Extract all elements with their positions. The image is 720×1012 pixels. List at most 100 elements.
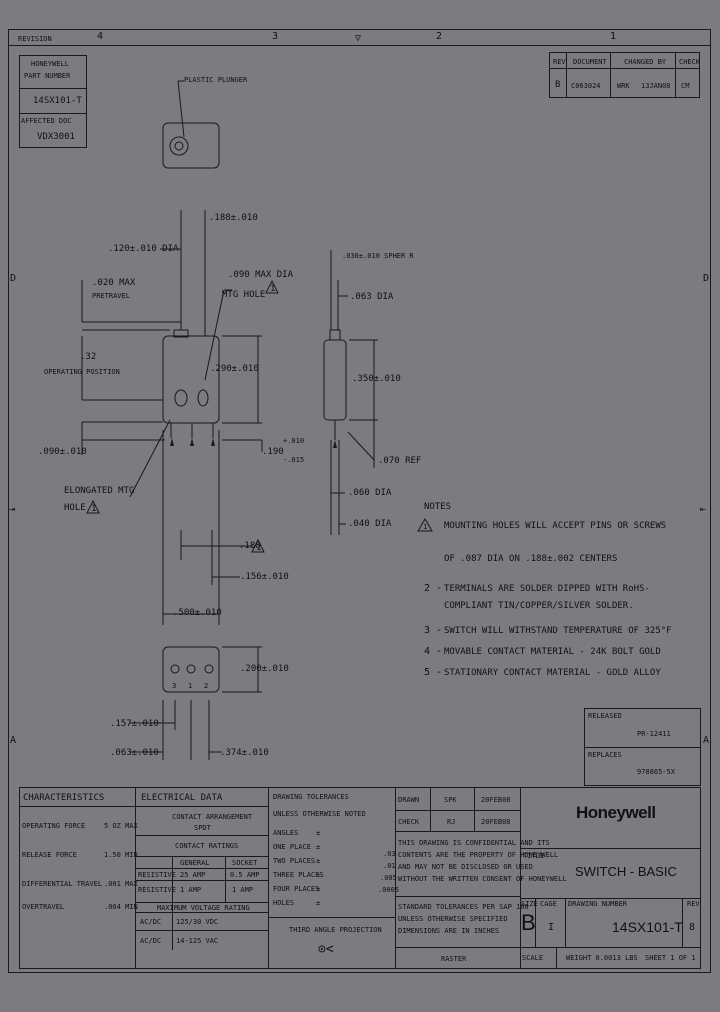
max-v2-value: 14-125 VAC — [176, 937, 219, 945]
left-center-arrow-icon: ⇥ — [9, 504, 16, 515]
tol-row-6: HOLES — [273, 899, 295, 907]
note-1-number: 1 — [423, 523, 428, 531]
dim-090: .090±.010 — [38, 447, 87, 457]
tol-row-1: ANGLES — [273, 829, 299, 837]
weight-value: WEIGHT 0.0013 LBS — [566, 954, 638, 962]
operating-position-label: OPERATING POSITION — [44, 368, 120, 376]
note-4-text: MOVABLE CONTACT MATERIAL - 24K BOLT GOLD — [444, 647, 661, 657]
note-3-text: SWITCH WILL WITHSTAND TEMPERATURE OF 325… — [444, 626, 672, 636]
scale-label: SCALE — [522, 954, 544, 962]
check-col-header: CHECK — [679, 58, 701, 66]
dim-188: .188±.010 — [209, 213, 258, 223]
zone-mark-4: 4 — [97, 31, 104, 42]
tol-row-4-val: ± — [316, 871, 321, 879]
dim-200: .200±.010 — [240, 664, 289, 674]
tol-row-3-val: ± — [316, 857, 321, 865]
std-note-line-2: UNLESS OTHERWISE SPECIFIED — [398, 915, 508, 923]
rating-r2-label: RESISTIVE — [138, 886, 176, 894]
side-view-body — [323, 339, 347, 421]
tolerances-sub: UNLESS OTHERWISE NOTED — [273, 810, 366, 818]
revision-block — [549, 52, 700, 98]
note-flag-1: 1 — [270, 284, 276, 294]
dim-063: .063±.010 — [110, 748, 159, 758]
check-label: CHECK — [398, 818, 420, 826]
affected-doc-label: AFFECTED DOC — [21, 117, 72, 125]
center-arrow-icon: ▽ — [355, 33, 362, 44]
mtg-hole-label: MTG HOLE — [222, 290, 266, 300]
rev-col-header: REV — [553, 58, 566, 66]
char-row-3-label: DIFFERENTIAL TRAVEL — [22, 880, 103, 888]
changed-by-col-header: CHANGED BY — [624, 58, 667, 66]
drawn-date: 20FEB08 — [481, 796, 511, 804]
spdt-value: SPDT — [194, 824, 211, 832]
col-general: GENERAL — [180, 859, 210, 867]
note-2-line-b: COMPLIANT TIN/COPPER/SILVER SOLDER. — [444, 601, 634, 611]
proprietary-line-3: AND MAY NOT BE DISCLOSED OR USED — [398, 863, 533, 871]
max-v1-value: 125/30 VDC — [176, 918, 219, 926]
note-flag-elong: 1 — [91, 504, 97, 514]
notes-heading: NOTES — [424, 502, 452, 512]
note-1-line-a: MOUNTING HOLES WILL ACCEPT PINS OR SCREW… — [444, 521, 667, 531]
tol-val-right-1: .03 — [383, 850, 396, 858]
col-socket: SOCKET — [232, 859, 258, 867]
dim-350: .350±.010 — [352, 374, 401, 384]
dim-188b: .188 — [239, 541, 261, 551]
date-value: 13JAN08 — [641, 82, 671, 90]
hw-part-label: HONEYWELL — [31, 60, 69, 68]
top-view-body — [162, 122, 220, 169]
cage-value: I — [548, 922, 555, 933]
dim-190-tol-plus: +.010 — [283, 437, 305, 445]
tol-row-4: THREE PLACES — [273, 871, 324, 879]
tol-val-right-4: .0005 — [378, 886, 400, 894]
drawn-by: SPK — [444, 796, 457, 804]
raster-label: RASTER — [441, 955, 467, 963]
plastic-plunger-label: PLASTIC PLUNGER — [184, 76, 248, 84]
char-row-4-label: OVERTRAVEL — [22, 903, 65, 911]
note-1-line-b: OF .087 DIA ON .188±.002 CENTERS — [444, 554, 618, 564]
zone-mark-2: 2 — [436, 31, 443, 42]
dim-157: .157±.010 — [110, 719, 159, 729]
dim-290: .290±.010 — [210, 364, 259, 374]
note-3-number: 3 - — [424, 625, 443, 636]
side-mark-right-d: D — [703, 273, 710, 284]
rating-r1-b: 0.5 AMP — [230, 871, 260, 879]
terminal-1: 1 — [188, 682, 193, 690]
dim-156: .156±.010 — [240, 572, 289, 582]
drawing-number-label: DRAWING NUMBER — [568, 900, 628, 908]
pretravel-label: PRETRAVEL — [92, 292, 130, 300]
note-flag-icon — [265, 279, 279, 294]
note-4-number: 4 - — [424, 646, 443, 657]
side-mark-left-d: D — [10, 273, 17, 284]
title-label: TITLE — [523, 852, 545, 860]
right-center-arrow-icon: ⇤ — [700, 504, 707, 515]
note-5-number: 5 - — [424, 667, 443, 678]
proprietary-line-4: WITHOUT THE WRITTEN CONSENT OF HONEYWELL — [398, 875, 567, 883]
side-mark-right-a: A — [703, 735, 710, 746]
max-v1-label: AC/DC — [140, 918, 162, 926]
note-flag-188: 1 — [256, 543, 262, 553]
cage-label: CAGE — [540, 900, 557, 908]
rev-number: 8 — [689, 922, 696, 933]
honeywell-logo: Honeywell — [576, 803, 656, 822]
zone-mark-3: 3 — [272, 31, 279, 42]
std-note-line-1: STANDARD TOLERANCES PER SAP 100 — [398, 903, 529, 911]
projection-symbol-icon: ⊙< — [318, 942, 334, 957]
title-value: SWITCH - BASIC — [575, 864, 677, 879]
tol-val-right-2: .01 — [383, 862, 396, 870]
front-view-body — [162, 335, 220, 424]
electrical-heading: ELECTRICAL DATA — [141, 793, 223, 803]
elongated-mtg-label: ELONGATED MTG — [64, 486, 135, 496]
drawing-frame — [8, 29, 711, 973]
pretravel-value: .020 MAX — [92, 278, 136, 288]
char-row-1-label: OPERATING FORCE — [22, 822, 86, 830]
note-5-text: STATIONARY CONTACT MATERIAL - GOLD ALLOY — [444, 668, 661, 678]
plunger-outer — [169, 136, 189, 156]
tolerances-heading: DRAWING TOLERANCES — [273, 793, 349, 801]
size-label: SIZE — [521, 900, 538, 908]
check-value: CM — [681, 82, 690, 90]
check-by: RJ — [447, 818, 456, 826]
part-number-value: 14SX101-T — [33, 96, 82, 106]
plunger-inner — [174, 141, 184, 151]
contact-arrangement-label: CONTACT ARRANGEMENT — [172, 813, 253, 821]
